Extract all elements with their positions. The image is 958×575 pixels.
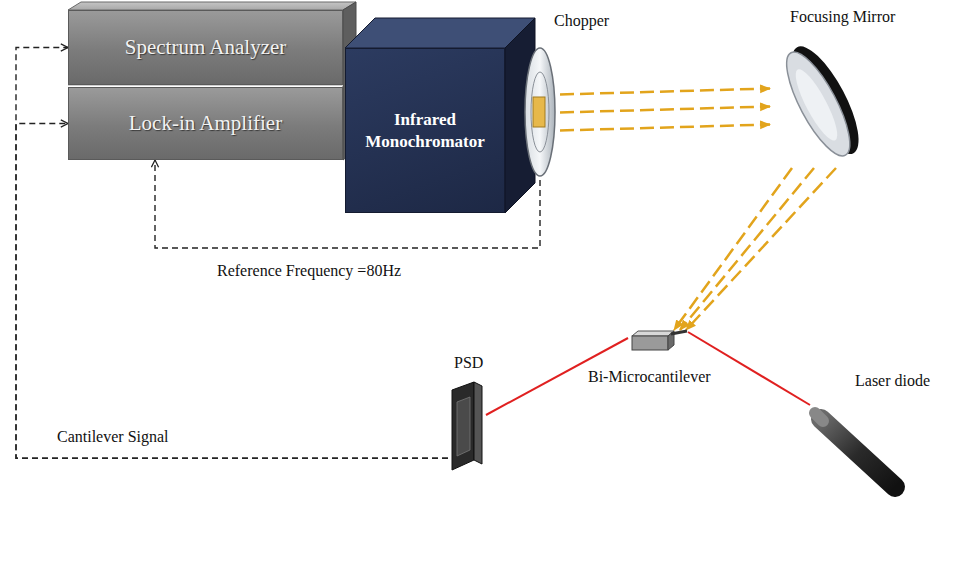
focused-beam-stroke <box>680 168 814 330</box>
infrared-beam-stroke <box>560 89 770 95</box>
laser-diode: Laser diode <box>795 405 905 495</box>
bi-microcantilever-chip <box>628 330 688 352</box>
infrared-beam-stroke <box>560 107 770 113</box>
infrared-beam <box>560 89 770 131</box>
focusing-mirror <box>770 38 865 168</box>
chopper: Chopper <box>520 45 560 180</box>
part-label: Focusing Mirror <box>790 8 895 26</box>
signal-label: Cantilever Signal <box>55 428 171 446</box>
box-label: Lock-in Amplifier <box>129 111 282 136</box>
psd: PSD <box>448 380 486 472</box>
box-label: Spectrum Analyzer <box>125 35 287 60</box>
box-label: Infrared Monochromator <box>360 109 490 152</box>
focused-beam-stroke <box>674 168 792 330</box>
spectrum-analyzer-box: Spectrum Analyzer <box>68 10 343 85</box>
bi-microcantilever: Bi-Microcantilever <box>628 330 688 352</box>
infrared-beam-stroke <box>560 125 770 131</box>
part-label: Bi-Microcantilever <box>588 368 711 386</box>
focused-beam <box>674 168 836 330</box>
part-label: PSD <box>454 354 483 372</box>
instrument-faces <box>68 2 356 160</box>
laser-diode-body <box>795 405 905 495</box>
chopper-wheel <box>520 45 560 180</box>
monochromator-box: Infrared Monochromator <box>345 48 505 213</box>
signal-label: Reference Frequency =80Hz <box>215 262 403 280</box>
lock-in-amplifier-box: Lock-in Amplifier <box>68 87 343 160</box>
part-label: Laser diode <box>855 372 930 390</box>
psd-detector <box>448 380 486 472</box>
part-label: Chopper <box>554 12 609 30</box>
focusing-mirror: Focusing Mirror <box>770 38 865 168</box>
monochromator-faces <box>345 18 535 213</box>
focused-beam-stroke <box>686 168 836 330</box>
